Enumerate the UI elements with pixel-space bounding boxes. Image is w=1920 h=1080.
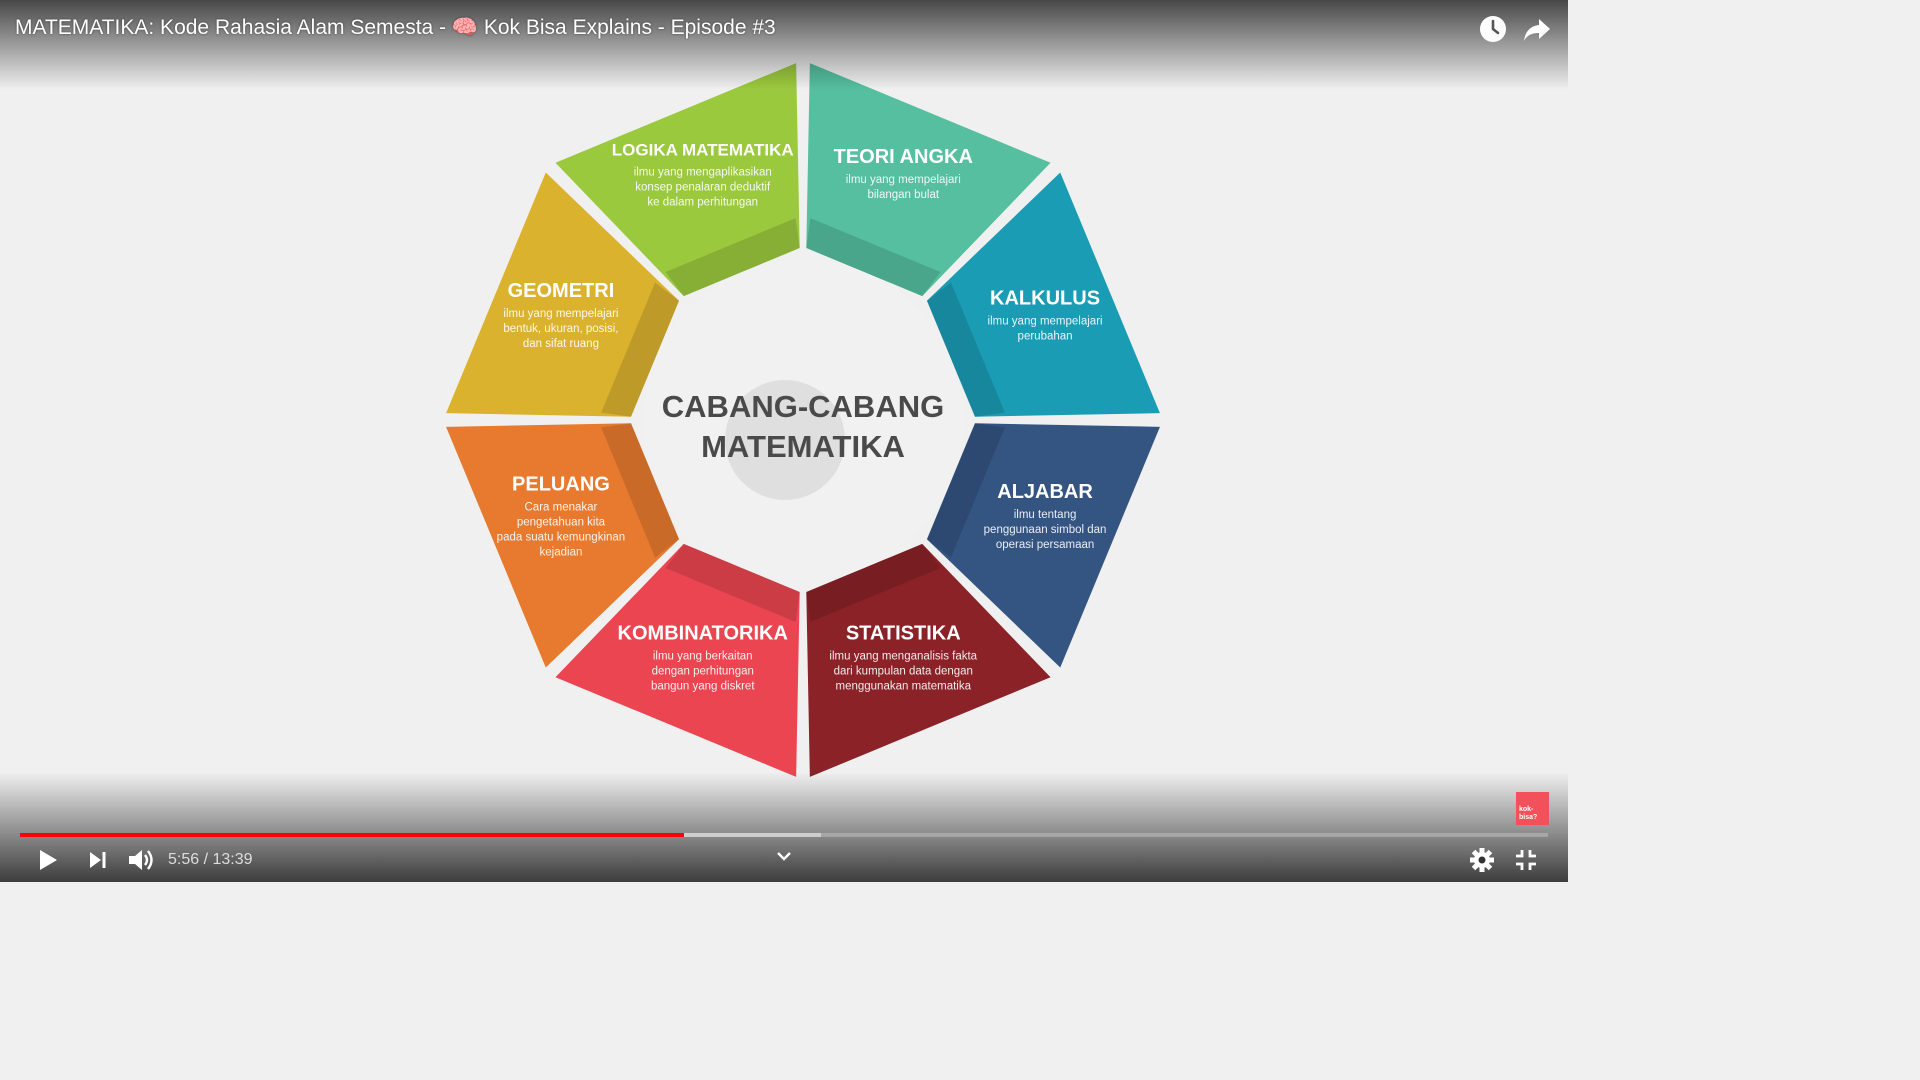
share-arrow-icon[interactable] (1522, 14, 1552, 44)
segment-title-8: LOGIKA MATEMATIKA (612, 140, 794, 159)
center-circle (643, 260, 963, 580)
segment-desc-7-1: ilmu yang mempelajari (503, 308, 618, 320)
paused-overlay-circle (725, 380, 845, 500)
center-title-line2: MATEMATIKA (701, 429, 905, 464)
segment-2 (926, 172, 1160, 417)
progress-bar[interactable] (20, 833, 1548, 837)
segment-shade-5 (665, 543, 800, 622)
segment-desc-5-2: dengan perhitungan (652, 666, 754, 678)
segment-desc-7-2: bentuk, ukuran, posisi, (503, 323, 618, 335)
clock-icon[interactable] (1478, 14, 1508, 44)
segment-title-1: TEORI ANGKA (834, 146, 973, 168)
segment-desc-6-2: pengetahuan kita (517, 516, 606, 528)
segment-title-3: ALJABAR (997, 481, 1093, 503)
time-display: 5:56 / 13:39 (168, 851, 253, 868)
segment-desc-3-2: penggunaan simbol dan (984, 524, 1107, 536)
segment-desc-1-2: bilangan bulat (867, 189, 939, 201)
segment-1 (806, 63, 1051, 297)
segment-title-5: KOMBINATORIKA (618, 623, 788, 645)
segment-desc-4-2: dari kumpulan data dengan (834, 666, 973, 678)
top-gradient (0, 0, 1568, 90)
segment-title-7: GEOMETRI (508, 280, 615, 302)
segment-desc-8-3: ke dalam perhitungan (647, 196, 758, 208)
video-title[interactable]: MATEMATIKA: Kode Rahasia Alam Semesta - … (15, 16, 776, 39)
exit-fullscreen-icon (1516, 850, 1536, 870)
channel-watermark-text: kok- bisa? (1519, 806, 1538, 821)
volume-button[interactable] (126, 845, 156, 875)
segment-desc-2-2: perubahan (1018, 331, 1073, 343)
segment-6 (446, 423, 680, 668)
segment-desc-2-1: ilmu yang mempelajari (988, 316, 1103, 328)
segment-4 (806, 543, 1051, 777)
segment-desc-6-4: kejadian (540, 546, 583, 558)
segment-shade-3 (926, 423, 1005, 558)
play-button[interactable] (33, 845, 63, 875)
video-frame-diagram: TEORI ANGKA ilmu yang mempelajari bilangan… (446, 63, 1160, 777)
segment-desc-5-1: ilmu yang berkaitan (653, 651, 753, 663)
segment-7 (446, 172, 680, 417)
segment-shade-2 (926, 282, 1005, 417)
center-title-line1: CABANG-CABANG (662, 389, 944, 424)
channel-watermark[interactable]: kok- bisa? (1516, 792, 1549, 825)
chevron-down-icon[interactable] (774, 848, 794, 864)
segment-desc-7-3: dan sifat ruang (523, 338, 599, 350)
progress-played (20, 833, 685, 837)
segment-desc-8-2: konsep penalaran deduktif (635, 181, 771, 193)
segment-3 (926, 423, 1160, 668)
exit-fullscreen-button[interactable] (1511, 845, 1541, 875)
bottom-gradient (0, 772, 1568, 882)
segment-title-6: PELUANG (512, 473, 610, 495)
segment-8 (555, 63, 800, 297)
segment-desc-6-1: Cara menakar (525, 501, 598, 513)
segment-shade-1 (806, 218, 941, 297)
segment-title-2: KALKULUS (990, 288, 1100, 310)
segment-desc-1-1: ilmu yang mempelajari (846, 174, 961, 186)
settings-button[interactable] (1467, 845, 1497, 875)
play-icon (40, 850, 57, 870)
segment-shade-7 (601, 282, 680, 417)
segment-shade-8 (665, 218, 800, 297)
segment-desc-5-3: bangun yang diskret (651, 681, 755, 693)
next-icon (90, 852, 106, 868)
segment-desc-6-3: pada suatu kemungkinan (497, 531, 626, 543)
segment-5 (555, 543, 800, 777)
segment-desc-3-1: ilmu tentang (1014, 509, 1077, 521)
segment-desc-3-3: operasi persamaan (996, 539, 1094, 551)
segment-desc-4-3: menggunakan matematika (835, 681, 971, 693)
segment-desc-4-1: ilmu yang menganalisis fakta (829, 651, 977, 663)
gear-icon (1470, 848, 1494, 872)
segment-shade-4 (806, 543, 941, 622)
segment-title-4: STATISTIKA (846, 623, 961, 645)
volume-icon (129, 850, 153, 870)
segment-desc-8-1: ilmu yang mengaplikasikan (634, 166, 772, 178)
segment-shade-6 (601, 423, 680, 558)
next-button[interactable] (83, 845, 113, 875)
